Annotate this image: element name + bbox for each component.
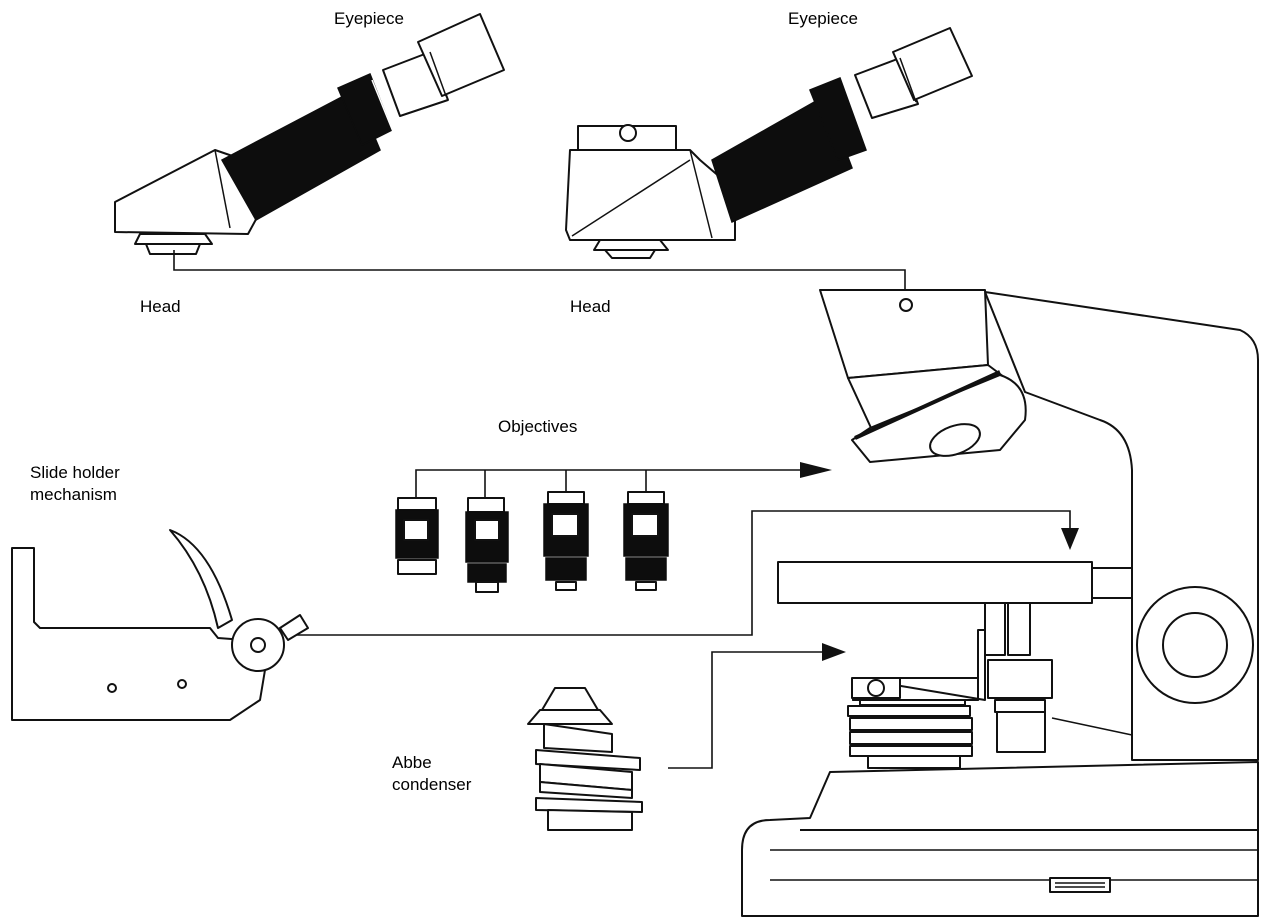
slide-holder-drawing [11, 529, 309, 721]
objective-1 [395, 497, 439, 575]
objective-4 [623, 491, 669, 591]
head-right-drawing [565, 77, 869, 259]
abbe-condenser-label-line1: Abbe [392, 753, 432, 772]
eyepiece-left-drawing [382, 13, 505, 117]
objectives-drawing [395, 469, 800, 593]
head-left-drawing [114, 73, 395, 255]
slide-holder-label-line2: mechanism [30, 485, 117, 504]
objectives-label: Objectives [498, 417, 578, 436]
objective-2 [465, 497, 509, 593]
eyepiece-label-right: Eyepiece [788, 9, 858, 28]
head-label-right: Head [570, 297, 611, 316]
abbe-condenser-label: Abbe condenser [392, 752, 471, 796]
eyepiece-label-left: Eyepiece [334, 9, 404, 28]
abbe-condenser-label-line2: condenser [392, 775, 472, 794]
head-label-left: Head [140, 297, 181, 316]
head-connector-line [173, 250, 906, 290]
abbe-condenser-drawing [527, 687, 643, 831]
objective-3 [543, 491, 589, 591]
eyepiece-right-drawing [854, 27, 973, 119]
abbe-connector-line [668, 651, 822, 769]
objectives-arrow [800, 462, 832, 478]
slide-holder-label-line1: Slide holder [30, 463, 120, 482]
slide-holder-label: Slide holder mechanism [30, 462, 120, 506]
slide-holder-connector-line [296, 510, 1071, 636]
microscope-body-drawing [741, 289, 1259, 917]
abbe-arrow [822, 643, 846, 661]
slide-holder-arrow [1061, 528, 1079, 550]
